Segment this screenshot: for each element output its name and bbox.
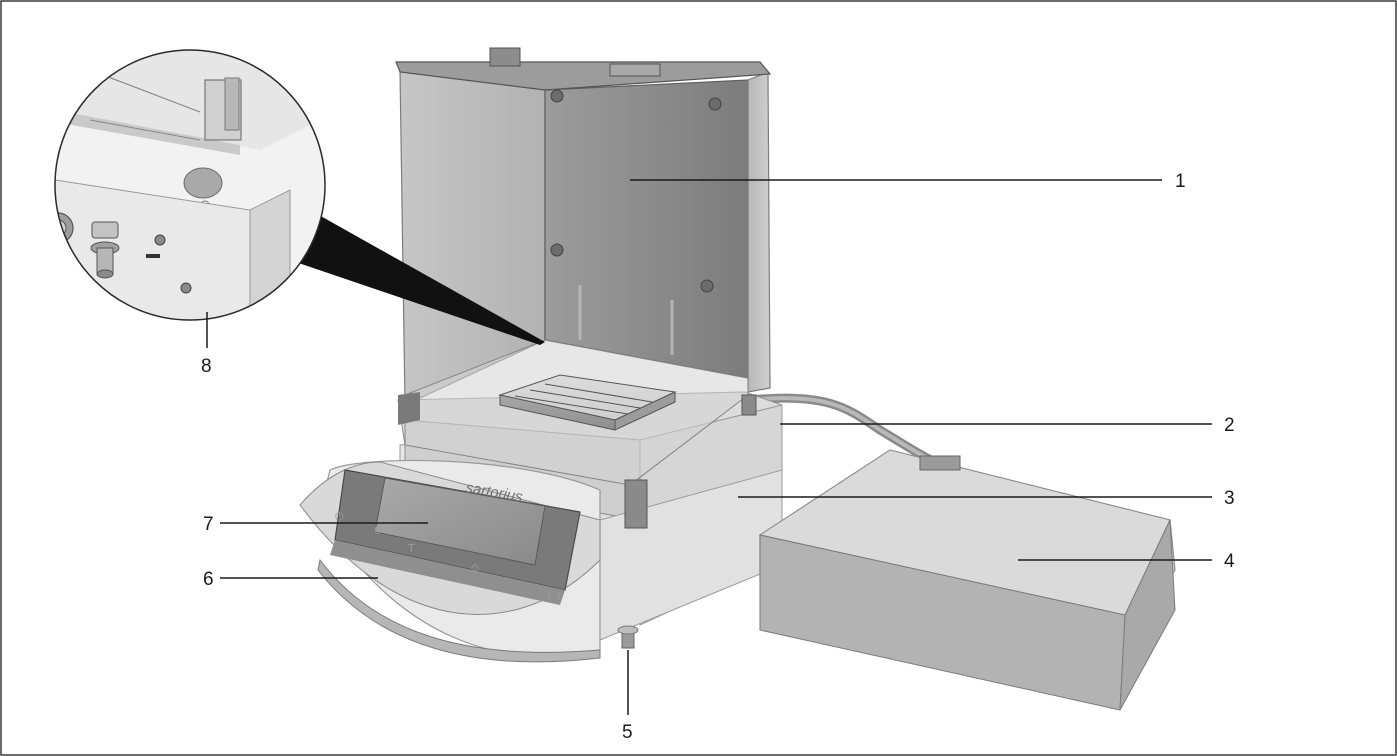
callout-1: 1 [1175,171,1186,192]
touch-display [374,477,546,566]
leader-lines [206,179,1212,715]
key-glyph-power: ⏻ [335,510,344,523]
weighing-pan [498,374,677,431]
external-platform [758,449,1176,711]
key-glyph-tare: T [407,542,415,555]
zoom-circle [54,49,326,321]
callout-8: 8 [201,356,212,377]
detail-zoom-inset [54,49,545,345]
callout-2: 2 [1224,415,1235,436]
draft-shield-back-panel [544,79,749,379]
control-panel: ⏻ 0 T ⎙ ↓↑ sartorius [299,459,601,663]
key-glyph-print: ⎙ [470,562,479,575]
callout-6: 6 [203,569,214,590]
callout-labels: 1 2 3 4 5 6 7 8 [201,171,1235,743]
callout-3: 3 [1224,488,1235,509]
key-glyph-zero: 0 [374,524,381,537]
analytical-balance: ⏻ 0 T ⎙ ↓↑ sartorius [299,47,1176,711]
callout-7: 7 [203,514,214,535]
zoom-projection [275,210,545,345]
callout-4: 4 [1224,551,1235,572]
callout-5: 5 [622,722,633,743]
key-glyph-arrows: ↓↑ [545,590,563,603]
